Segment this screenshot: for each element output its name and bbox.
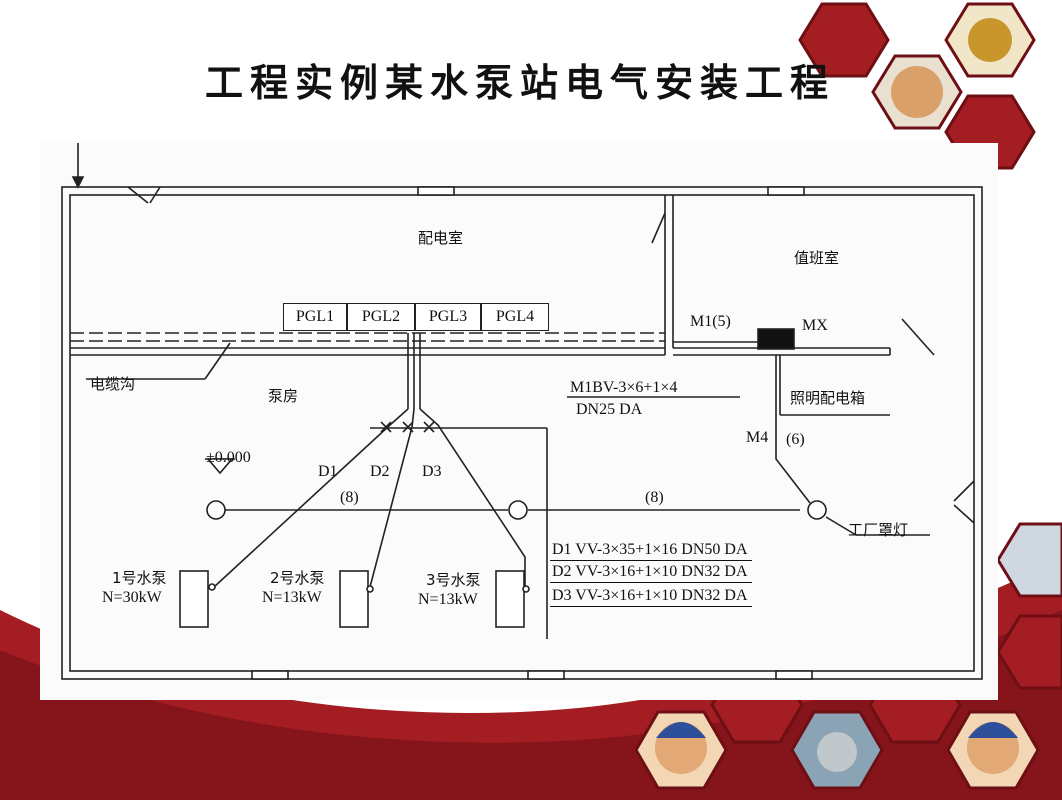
- lighting-box-mx: [757, 328, 795, 350]
- cartoon-girls-image: [891, 66, 943, 118]
- m1-spec-line1: M1BV-3×6+1×4: [570, 379, 678, 396]
- window: [251, 670, 289, 680]
- hexagon-tile: [996, 614, 1062, 690]
- cross-mark: [402, 421, 414, 433]
- entrance-door: [953, 480, 975, 502]
- pump-1-rating: N=30kW: [102, 589, 162, 606]
- entrance-door: [953, 504, 975, 524]
- panel-pgl2: PGL2: [347, 303, 415, 331]
- distribution-room-label: 配电室: [418, 229, 464, 247]
- feeder-d1: [213, 408, 409, 588]
- arrow-icon: [71, 176, 85, 189]
- pump-3-rating: N=13kW: [418, 591, 478, 608]
- pump-3-name: 3号水泵: [426, 571, 481, 589]
- cross-mark: [423, 421, 435, 433]
- pump-room-label: 泵房: [268, 387, 299, 405]
- cable-m4: [775, 355, 811, 504]
- hexagon-tile: [996, 522, 1062, 598]
- feeder-d2-label: D2: [370, 463, 390, 480]
- factory-lamp-icon: [206, 500, 226, 520]
- circuit-count-right: (8): [645, 489, 664, 506]
- lighting-box-code: MX: [802, 317, 828, 334]
- factory-lamp-icon: [807, 500, 827, 520]
- pump-1-box: [179, 570, 209, 628]
- elevation-mark: ±0.000: [206, 449, 251, 466]
- pump-3-box: [495, 570, 525, 628]
- feeder-d2: [369, 408, 415, 588]
- m1-spec-line2: DN25 DA: [576, 401, 643, 418]
- factory-lamp-icon: [508, 500, 528, 520]
- cable-trench-label: 电缆沟: [90, 375, 136, 393]
- window: [527, 670, 565, 680]
- outer-wall-outer: [61, 186, 983, 680]
- floor-plan-diagram: 配电室 值班室 泵房 电缆沟 PGL1 PGL2 PGL3 PGL4 M1(5)…: [40, 143, 998, 700]
- outer-wall-inner: [69, 194, 975, 672]
- cable-spec-d2: D2 VV-3×16+1×10 DN32 DA: [550, 563, 752, 583]
- pump-terminal: [522, 585, 530, 593]
- panel-pgl4: PGL4: [481, 303, 549, 331]
- panel-pgl1: PGL1: [283, 303, 347, 331]
- lighting-box-name: 照明配电箱: [790, 389, 866, 407]
- factory-lamp-label: 工厂罩灯: [848, 521, 909, 539]
- floor-plan-drawing: [61, 143, 983, 680]
- school-bell-image: [968, 18, 1012, 62]
- window: [775, 670, 813, 680]
- pump-2-name: 2号水泵: [270, 569, 325, 587]
- slide-title: 工程实例某水泵站电气安装工程: [205, 60, 836, 105]
- feeder-d3-label: D3: [422, 463, 442, 480]
- duty-room-label: 值班室: [794, 249, 840, 267]
- cable-m1-label: M1(5): [690, 313, 731, 330]
- door-swing: [149, 186, 161, 204]
- door-swing: [651, 212, 666, 244]
- panel-pgl3: PGL3: [415, 303, 481, 331]
- pump-terminal: [366, 585, 374, 593]
- door-swing: [127, 186, 149, 204]
- feeder-d3: [419, 408, 526, 587]
- cable-m4-label: M4: [746, 429, 769, 446]
- window: [767, 186, 805, 196]
- elevation-triangle-icon: [206, 458, 234, 475]
- lamp-leader: [825, 516, 857, 536]
- cartoon-boy-cap: [656, 722, 706, 738]
- pump-2-box: [339, 570, 369, 628]
- window: [417, 186, 455, 196]
- pump-1-name: 1号水泵: [112, 569, 167, 587]
- cable-trench-leader: [204, 342, 231, 380]
- cable-spec-d1: D1 VV-3×35+1×16 DN50 DA: [550, 541, 752, 561]
- cable-m4-count: (6): [786, 431, 805, 448]
- cartoon-skater-image: [817, 732, 857, 772]
- pump-2-rating: N=13kW: [262, 589, 322, 606]
- hexagon-tile: [798, 2, 890, 78]
- cross-mark: [380, 421, 392, 433]
- cable-spec-d3: D3 VV-3×16+1×10 DN32 DA: [550, 587, 752, 607]
- feeder-d1-label: D1: [318, 463, 338, 480]
- door-swing: [901, 318, 935, 356]
- circuit-count-left: (8): [340, 489, 359, 506]
- pump-terminal: [208, 583, 216, 591]
- cartoon-boy-cap: [968, 722, 1018, 738]
